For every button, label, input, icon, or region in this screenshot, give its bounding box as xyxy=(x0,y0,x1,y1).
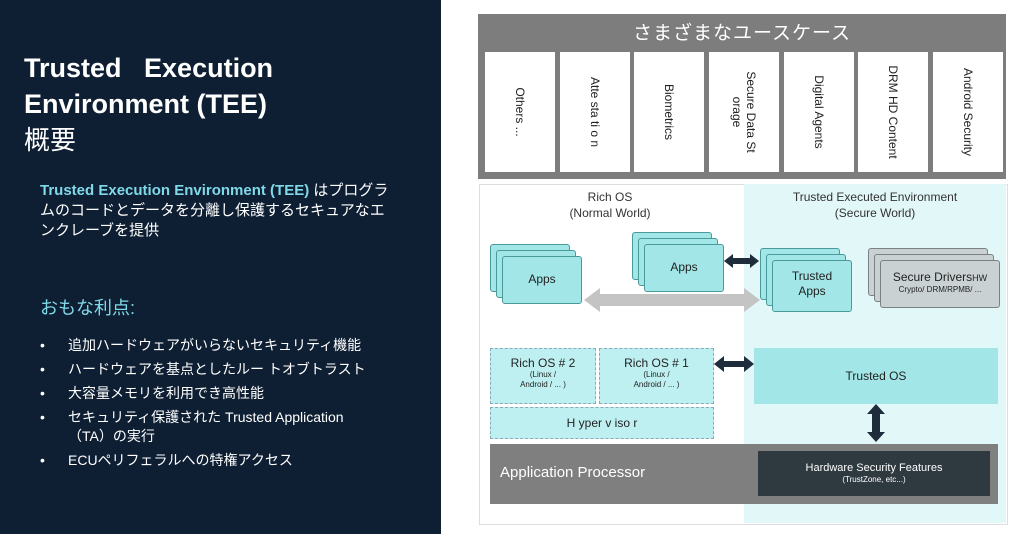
trusted-os-box: Trusted OS xyxy=(754,348,998,404)
use-case-secure-data-storage: Secure Data St orage xyxy=(709,52,779,172)
page-title: Trusted Execution Environment (TEE) 概要 xyxy=(24,50,273,158)
trusted-apps-line-2: Apps xyxy=(798,284,826,298)
secure-drivers-hw: HW xyxy=(972,273,988,283)
benefit-item: 追加ハードウェアがいらないセキュリティ機能 xyxy=(40,336,420,355)
secure-drivers-title: Secure Drivers xyxy=(892,270,973,284)
benefits-list: 追加ハードウェアがいらないセキュリティ機能 ハードウェアを基点としたルー トオブ… xyxy=(40,336,420,475)
hardware-security-label: Hardware Security Features (TrustZone, e… xyxy=(758,461,990,485)
use-cases-panel: さまざまなユースケース Others ... Atte sta ti o n B… xyxy=(478,14,1006,179)
rich-os-1-title: Rich OS # 1 xyxy=(624,356,689,370)
apps-label: Apps xyxy=(528,272,556,286)
normal-world-subtitle: (Normal World) xyxy=(569,206,651,220)
trusted-apps-label: Trusted Apps xyxy=(773,269,851,299)
application-processor-label: Application Processor xyxy=(500,464,646,481)
secure-world-header: Trusted Executed Environment (Secure Wor… xyxy=(770,189,980,221)
use-case-biometrics: Biometrics xyxy=(634,52,704,172)
trusted-os-label: Trusted OS xyxy=(845,369,907,383)
left-panel: Trusted Execution Environment (TEE) 概要 T… xyxy=(0,0,441,534)
rich-os-1-label: Rich OS # 1 (Linux / Android / ... ) xyxy=(600,357,713,390)
rich-os-1-sub2: Android / ... ) xyxy=(633,380,680,389)
double-arrow-horizontal-wide xyxy=(584,288,760,312)
description-highlight: Trusted Execution Environment (TEE) xyxy=(40,182,310,199)
trusted-apps-line-1: Trusted xyxy=(791,269,833,283)
rich-os-2-title: Rich OS # 2 xyxy=(510,356,576,370)
hypervisor-box: H yper v iso r xyxy=(490,407,714,439)
rich-os-2-label: Rich OS # 2 (Linux / Android / ... ) xyxy=(491,357,595,390)
use-case-drm-hd-content: DRM HD Content xyxy=(858,52,928,172)
title-line-3: 概要 xyxy=(24,125,77,155)
hypervisor-label: H yper v iso r xyxy=(566,416,638,430)
rich-os-2-sub1: (Linux / xyxy=(529,370,557,379)
secure-drivers-card-front: Secure DriversHW Crypto/ DRM/RPMB/ ... xyxy=(880,260,1000,308)
use-case-digital-agents: Digital Agents xyxy=(784,52,854,172)
hardware-security-title: Hardware Security Features xyxy=(805,462,943,474)
title-line-1: Trusted Execution xyxy=(24,53,274,83)
benefits-heading: おもな利点: xyxy=(40,298,136,318)
description-text: はプログラムのコードとデータを分離し保護するセキュアなエンクレーブを提供 xyxy=(40,182,389,239)
benefit-item: ハードウェアを基点としたルー トオブトラスト xyxy=(40,360,420,379)
apps-card-front: Apps xyxy=(644,244,724,292)
use-case-android-security: Android Security xyxy=(933,52,1003,172)
double-arrow-apps-to-trusted xyxy=(724,254,759,268)
hardware-security-subtitle: (TrustZone, etc...) xyxy=(842,475,906,484)
benefit-item: 大容量メモリを利用でき高性能 xyxy=(40,384,420,403)
rich-os-1-sub1: (Linux / xyxy=(643,370,670,379)
benefit-item: ECUペリフェラルへの特権アクセス xyxy=(40,451,420,470)
normal-world-header: Rich OS (Normal World) xyxy=(530,189,690,221)
secure-world-subtitle: (Secure World) xyxy=(834,206,916,220)
apps-label: Apps xyxy=(670,260,698,274)
double-arrow-richos-to-trustedos xyxy=(714,356,754,372)
hardware-security-box: Hardware Security Features (TrustZone, e… xyxy=(758,451,990,496)
secure-drivers-label: Secure DriversHW Crypto/ DRM/RPMB/ ... xyxy=(881,270,999,295)
use-case-others: Others ... xyxy=(485,52,555,172)
secure-world-title: Trusted Executed Environment xyxy=(792,190,958,204)
benefit-item: セキュリティ保護された Trusted Application （TA）の実行 xyxy=(40,408,368,446)
trusted-apps-card-front: Trusted Apps xyxy=(772,260,852,312)
rich-os-1-box: Rich OS # 1 (Linux / Android / ... ) xyxy=(599,348,714,404)
rich-os-2-box: Rich OS # 2 (Linux / Android / ... ) xyxy=(490,348,596,404)
secure-drivers-subtitle: Crypto/ DRM/RPMB/ ... xyxy=(898,285,982,294)
rich-os-2-sub2: Android / ... ) xyxy=(520,380,566,389)
use-cases-title: さまざまなユースケース xyxy=(632,23,852,44)
use-case-attestation: Atte sta ti o n xyxy=(560,52,630,172)
normal-world-title: Rich OS xyxy=(587,190,633,204)
description: Trusted Execution Environment (TEE) はプログ… xyxy=(40,181,390,241)
apps-card-front: Apps xyxy=(502,256,582,304)
title-line-2: Environment (TEE) xyxy=(24,89,268,119)
double-arrow-vertical xyxy=(867,404,885,442)
